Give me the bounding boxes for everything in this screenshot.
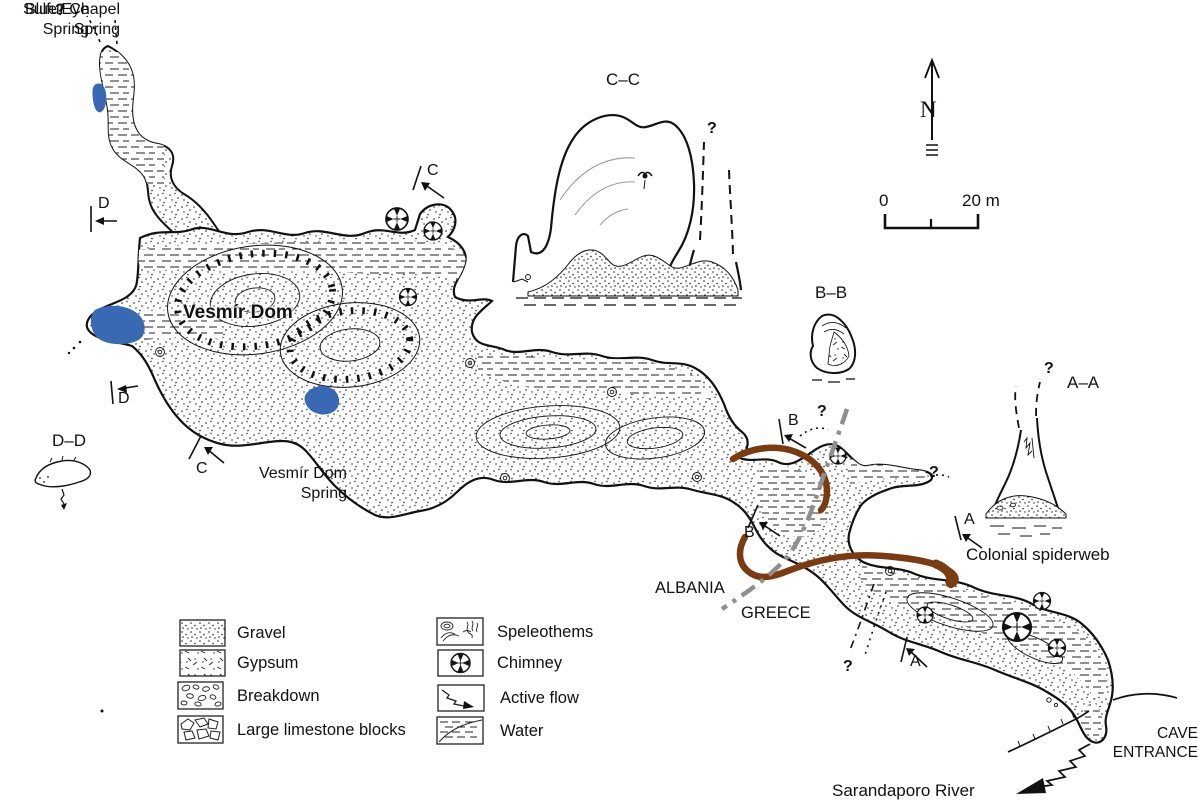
question-mark: ?	[929, 464, 939, 481]
legend-item-label-breakdown: Breakdown	[237, 687, 320, 705]
gravel-contours	[167, 244, 1063, 665]
legend-swatch-chimney	[437, 649, 484, 677]
section-marker-c-top-label: C	[427, 162, 439, 179]
legend-swatch-gypsum	[179, 649, 226, 677]
legend-item-label-water: Water	[500, 722, 544, 740]
cross-section-dd	[34, 455, 92, 510]
question-mark: ?	[843, 658, 853, 675]
blue-eye-pool	[92, 83, 107, 113]
marker-c-top	[412, 165, 445, 199]
cross-section-aa	[985, 381, 1067, 537]
label-vesmir-dom: Vesmír Dom	[183, 302, 293, 323]
marker-d-top	[90, 206, 117, 232]
cross-section-bb	[809, 313, 857, 383]
legend-item-label-limestone: Large limestone blocks	[237, 721, 406, 739]
river-flow-arrow	[1016, 743, 1091, 794]
marker-b-top	[778, 418, 807, 449]
question-mark: ?	[817, 403, 827, 420]
section-marker-d-low-label: D	[118, 390, 130, 407]
legend-swatches	[177, 617, 485, 745]
legend-item-label-gypsum: Gypsum	[237, 654, 299, 672]
section-marker-a-low-label: A	[910, 653, 921, 670]
section-marker-d-top-label: D	[98, 195, 110, 212]
cross-section-cc	[511, 114, 743, 306]
stray-dot	[100, 709, 104, 713]
colonial-spiderweb-lines	[729, 444, 959, 589]
section-view-label-bb: B–B	[815, 283, 848, 302]
legend-swatch-breakdown	[177, 681, 224, 710]
question-mark: ?	[1044, 360, 1054, 377]
legend-item-label-active-flow: Active flow	[500, 689, 579, 707]
vesmir-dom-spring-pool	[304, 386, 340, 415]
scale-bar	[883, 214, 980, 230]
legend-swatch-water	[436, 716, 484, 745]
cave-entrance-features	[100, 692, 1178, 794]
label-colonial-spiderweb: Colonial spiderweb	[966, 545, 1110, 564]
legend-swatch-gravel	[179, 619, 226, 647]
section-marker-c-low-label: C	[196, 460, 208, 477]
section-view-label-aa: A–A	[1067, 373, 1100, 392]
label-sulfur-chapel-spring: Sulfur Chapel Spring	[23, 1, 120, 38]
question-dashed-lines	[86, 15, 950, 656]
marker-d-low	[110, 380, 139, 405]
speleothem-symbols	[155, 347, 895, 576]
label-cave-entrance: CAVE ENTRANCE	[1112, 725, 1198, 761]
label-greece: GREECE	[741, 604, 811, 622]
section-view-label-dd: D–D	[52, 431, 87, 450]
bat-glyph	[637, 171, 653, 190]
marker-a-low	[900, 636, 928, 668]
label-vesmir-dom-spring: Vesmír Dom Spring	[258, 465, 347, 502]
north-arrow	[924, 57, 940, 156]
legend-swatch-limestone	[177, 715, 224, 744]
legend-item-label-speleothems: Speleothems	[497, 623, 594, 641]
main-cave-outline	[85, 203, 1114, 744]
section-marker-a-top-label: A	[964, 511, 975, 528]
marker-b-low	[747, 504, 781, 537]
label-sarandaporo-river: Sarandaporo River	[832, 781, 975, 800]
scale-end-label: 20 m	[962, 191, 1000, 210]
country-border-line	[720, 408, 850, 611]
north-label: N	[920, 97, 937, 122]
section-line-markers	[90, 165, 983, 668]
question-mark: ?	[707, 120, 717, 137]
label-blue-eye-spring: Blue Eye Spring	[24, 1, 89, 38]
sulfur-chapel-pool	[90, 305, 145, 345]
section-marker-b-top-label: B	[788, 412, 799, 429]
legend-item-label-chimney: Chimney	[497, 654, 563, 672]
marker-a-top	[954, 515, 983, 549]
legend-swatch-active-flow	[437, 684, 485, 712]
section-view-label-cc: C–C	[606, 70, 641, 89]
scale-zero-label: 0	[879, 191, 889, 210]
legend-item-label-gravel: Gravel	[237, 624, 286, 642]
label-albania: ALBANIA	[655, 579, 725, 597]
spring-pools	[67, 83, 340, 415]
legend-swatch-speleothems	[436, 617, 484, 646]
marker-c-low	[188, 435, 225, 464]
section-marker-b-low-label: B	[744, 524, 755, 541]
question-mark: ?	[55, 0, 66, 19]
